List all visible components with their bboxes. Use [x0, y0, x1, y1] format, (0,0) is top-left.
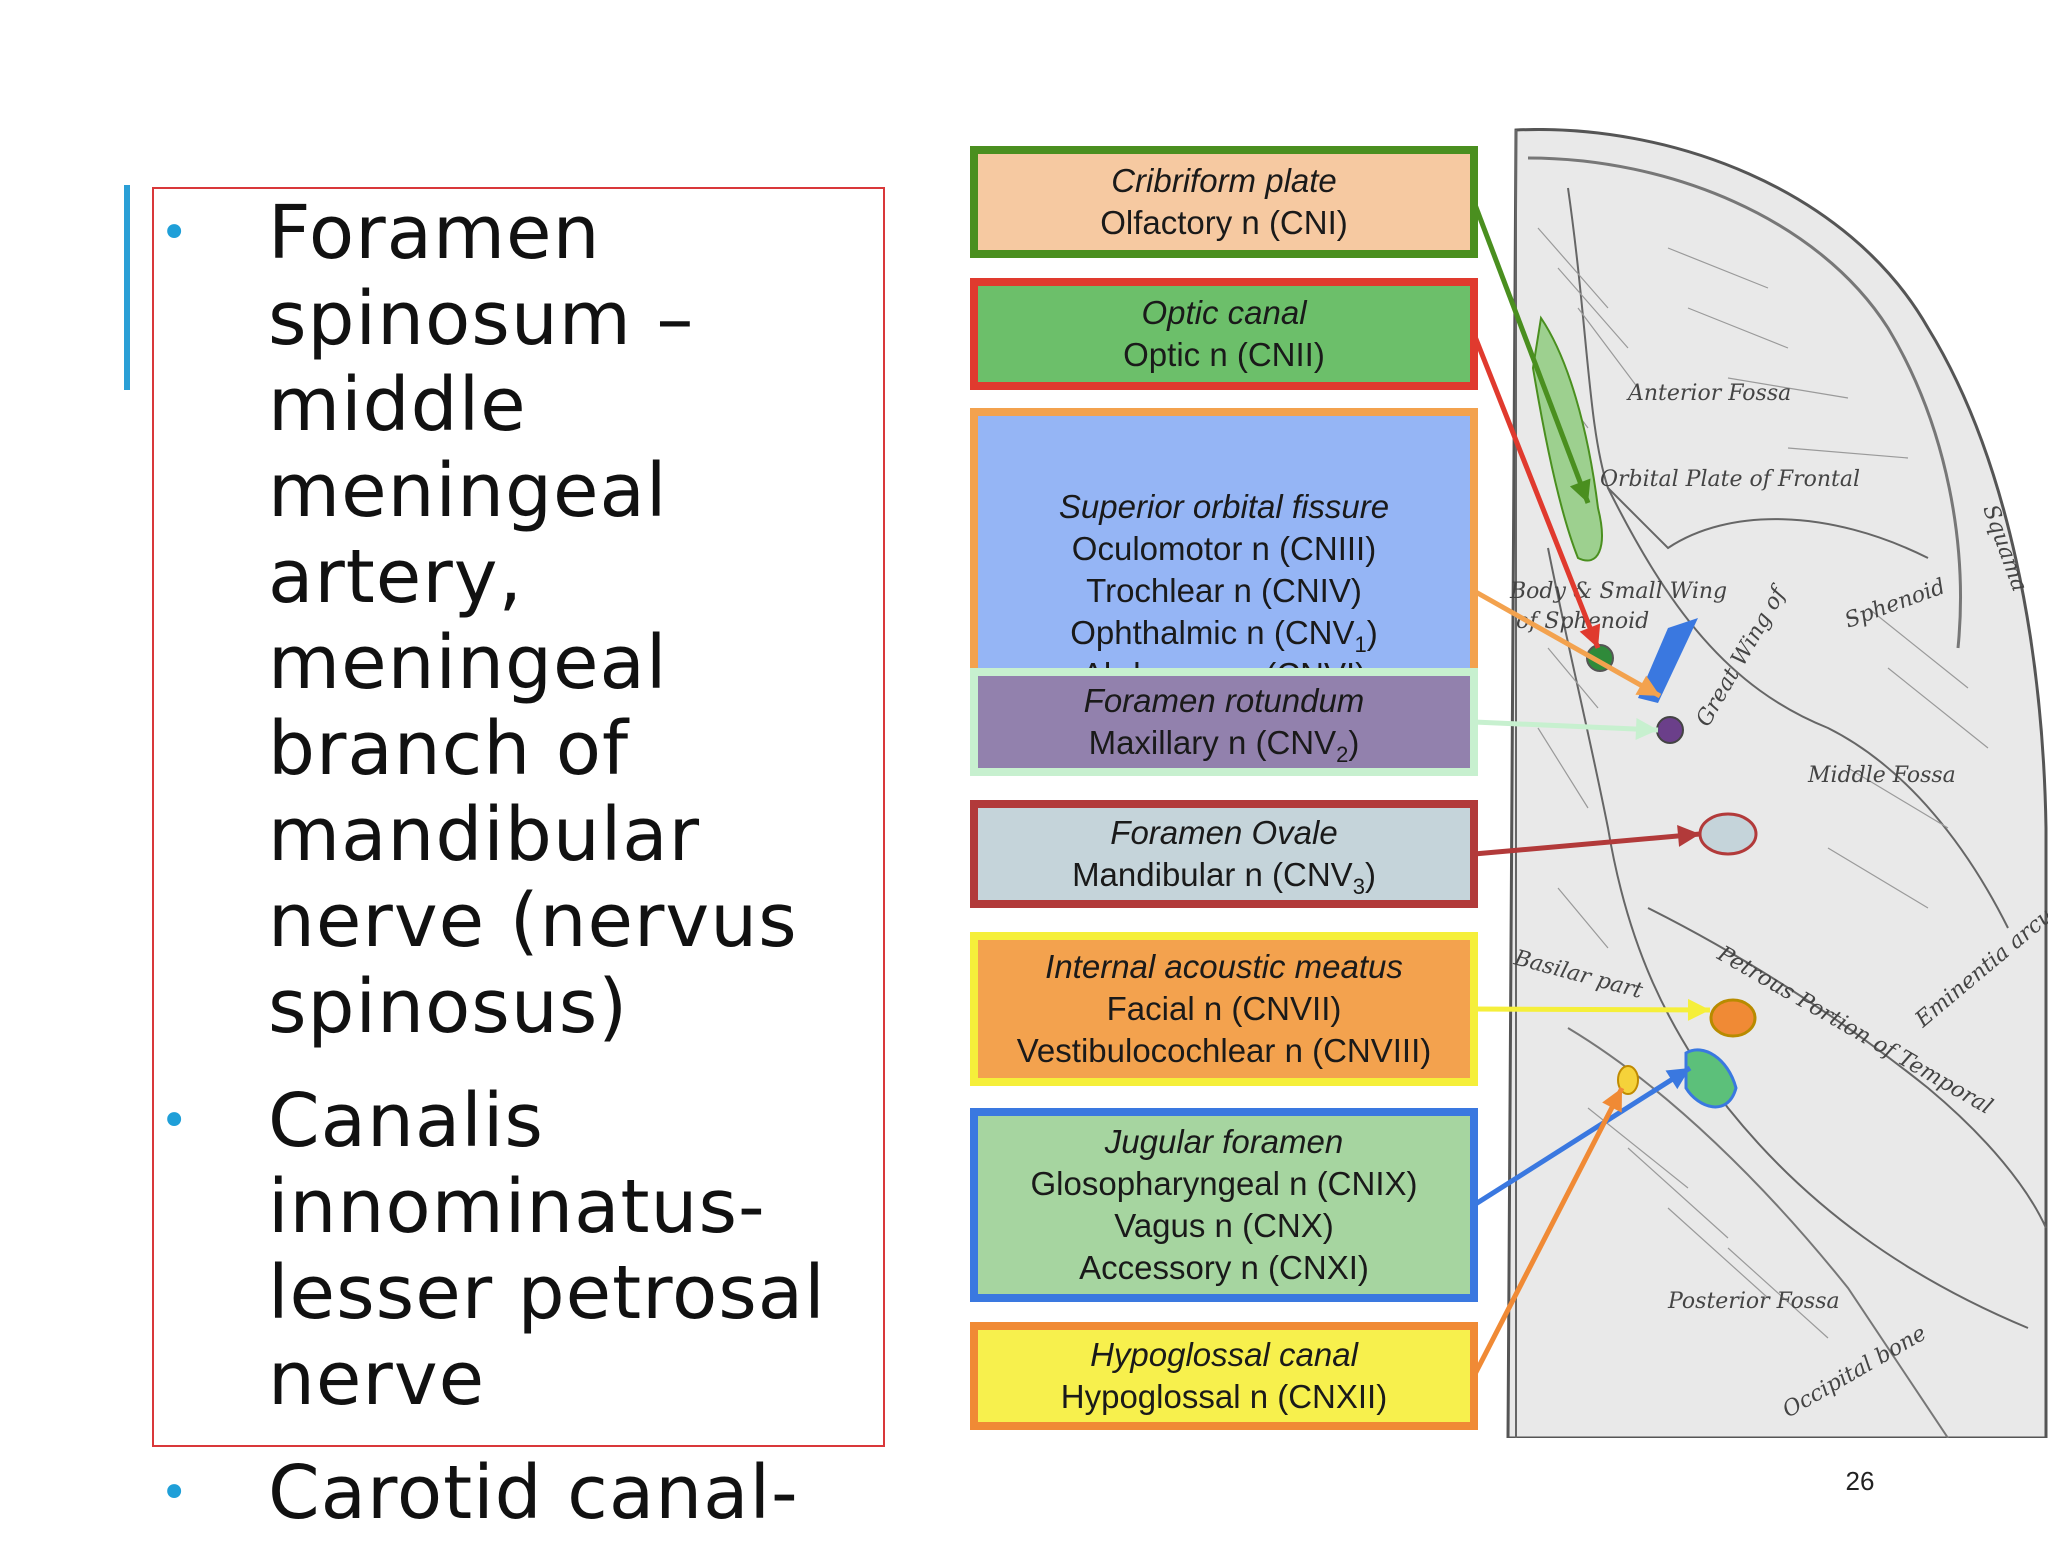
nerve-box-background	[970, 668, 1478, 776]
nerve-box-background	[970, 146, 1478, 258]
nerve-box-line: Glosopharyngeal n (CNIX)	[1030, 1165, 1417, 1202]
nerve-box-line: Trochlear n (CNIV)	[1086, 572, 1362, 609]
label-posterior-fossa: Posterior Fossa	[1667, 1289, 1840, 1314]
nerve-box-title: Foramen rotundum	[1084, 682, 1365, 719]
bullet-text-2d: nerve	[268, 1336, 486, 1422]
skull-illustration: Anterior Fossa Orbital Plate of Frontal …	[1506, 128, 2048, 1438]
nerve-box-line: Maxillary n (CNV2)	[1089, 724, 1360, 767]
bullet-text-1g: branch of	[268, 706, 630, 792]
bullet-item-carotid-canal: • Carotid canal-	[160, 1450, 860, 1536]
arrow-head-2	[1579, 623, 1601, 648]
nerve-box-line: Accessory n (CNXI)	[1079, 1249, 1369, 1286]
bullet-item-canalis-innominatus: • Canalis innominatus- lesser petrosal n…	[160, 1078, 860, 1422]
pointer-line-8	[1471, 1086, 1625, 1378]
bullet-text-1i: nerve (nervus	[268, 878, 798, 964]
nerve-box-line: Vestibulocochlear n (CNVIII)	[1017, 1032, 1432, 1069]
label-middle-fossa: Middle Fossa	[1807, 763, 1956, 788]
nerve-box-background	[970, 278, 1478, 390]
pointer-line-4	[1473, 719, 1659, 733]
bullet-text-1e: artery,	[268, 534, 524, 620]
bullet-text-1h: mandibular	[268, 792, 701, 878]
nerve-box-title: Superior orbital fissure	[1059, 488, 1389, 525]
bullet-frame	[152, 187, 885, 1447]
bullet-text-1d: meningeal	[268, 448, 668, 534]
bullet-item-foramen-spinosum: • Foramen spinosum – middle meningeal ar…	[160, 190, 860, 1050]
bullet-text-1c: middle	[268, 362, 527, 448]
label-body-small-wing: Body & Small Wing	[1509, 579, 1727, 604]
bullet-text-3a: Carotid canal-	[268, 1450, 799, 1536]
pointer-line-5	[1473, 831, 1701, 857]
nerve-box-line: Optic n (CNII)	[1123, 336, 1325, 373]
nerve-box-line: Vagus n (CNX)	[1114, 1207, 1333, 1244]
arrow-head-5	[1677, 824, 1700, 847]
bullet-text-1j: spinosus)	[268, 964, 629, 1050]
nerve-box-title: Optic canal	[1141, 294, 1308, 331]
pointer-line-1	[1471, 201, 1591, 504]
connector-arrows	[1471, 201, 1711, 1378]
bullet-dot: •	[160, 205, 190, 261]
title-accent-bar	[124, 185, 130, 390]
nerve-box-title: Internal acoustic meatus	[1045, 948, 1403, 985]
pointer-line-7	[1472, 1065, 1692, 1208]
arrow-head-4	[1635, 718, 1658, 741]
nerve-box-title: Cribriform plate	[1111, 162, 1337, 199]
pointer-line-3	[1472, 588, 1662, 699]
bullet-text-2a: Canalis	[268, 1078, 544, 1164]
nerve-box-title: Jugular foramen	[1104, 1123, 1343, 1160]
diagram-svg: Anterior Fossa Orbital Plate of Frontal …	[970, 128, 2048, 1438]
label-orbital-plate: Orbital Plate of Frontal	[1600, 467, 1860, 492]
nerve-box-background	[970, 800, 1478, 908]
bullet-dot: •	[160, 1093, 190, 1149]
arrow-head-6	[1687, 998, 1710, 1021]
skull-base-diagram: Anterior Fossa Orbital Plate of Frontal …	[968, 128, 2048, 1438]
bullet-text-1f: meningeal	[268, 620, 668, 706]
nerve-box-line: Oculomotor n (CNIII)	[1072, 530, 1376, 567]
nerve-box-title: Hypoglossal canal	[1090, 1336, 1359, 1373]
pointer-line-6	[1473, 1006, 1711, 1013]
arrow-head-1	[1569, 478, 1591, 503]
nerve-box-line: Facial n (CNVII)	[1107, 990, 1342, 1027]
nerve-box-background	[970, 932, 1478, 1086]
nerve-box-background	[970, 1108, 1478, 1302]
nerve-box-line: Mandibular n (CNV3)	[1072, 856, 1376, 899]
arrow-head-8	[1602, 1088, 1622, 1113]
nerve-box-line: Ophthalmic n (CNV1)	[1070, 614, 1378, 657]
page-number: 26	[1845, 1466, 1875, 1496]
bullet-dot: •	[160, 1465, 190, 1521]
arrow-head-7	[1665, 1068, 1690, 1090]
nerve-box-line: Hypoglossal n (CNXII)	[1061, 1378, 1387, 1415]
pointer-line-2	[1471, 333, 1601, 649]
bullet-text-1b: spinosum –	[268, 276, 695, 362]
bullet-list: • Foramen spinosum – middle meningeal ar…	[160, 190, 860, 1564]
nerve-box-background	[970, 1322, 1478, 1430]
label-anterior-fossa: Anterior Fossa	[1626, 381, 1791, 406]
bullet-text-1: Foramen	[268, 190, 601, 276]
arrow-head-3	[1635, 675, 1660, 696]
bullet-text-2c: lesser petrosal	[268, 1250, 826, 1336]
bullet-text-2b: innominatus-	[268, 1164, 766, 1250]
nerve-box-line: Olfactory n (CNI)	[1100, 204, 1348, 241]
nerve-box-title: Foramen Ovale	[1110, 814, 1337, 851]
